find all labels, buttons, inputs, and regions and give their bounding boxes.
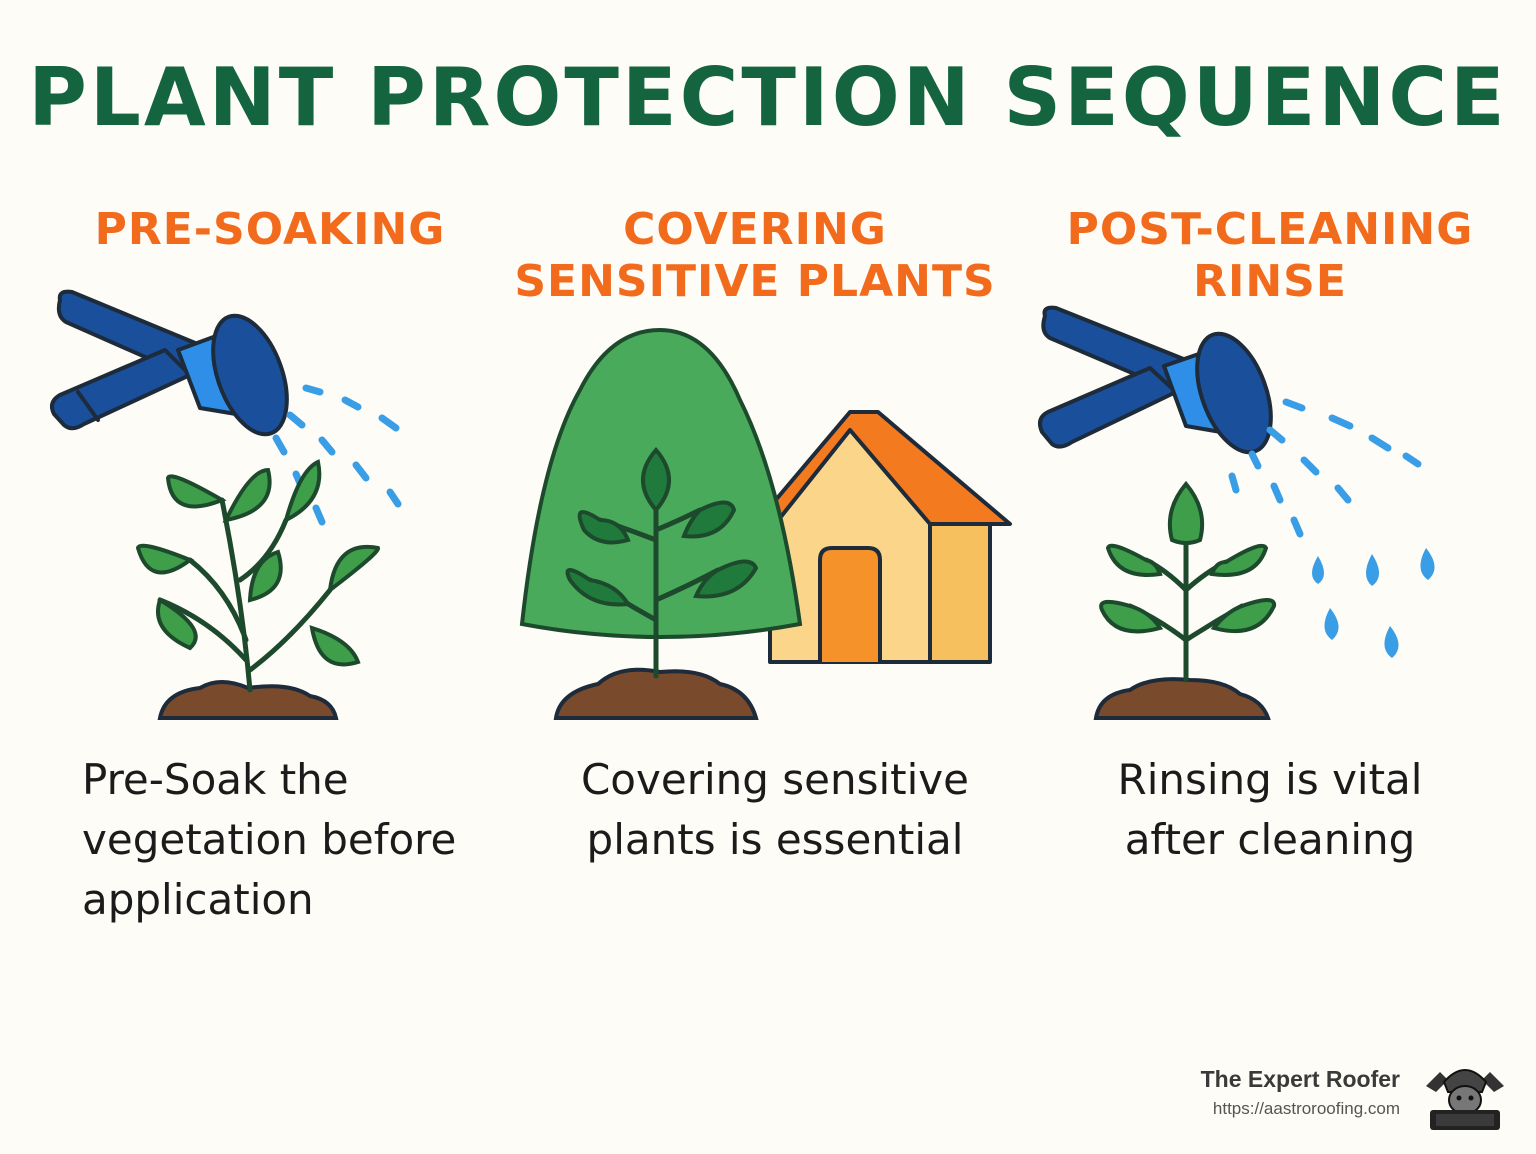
water-spray-icon bbox=[272, 384, 402, 526]
plant-icon bbox=[135, 459, 380, 720]
step-1-description-line: Pre-Soak the bbox=[82, 755, 349, 804]
house-icon bbox=[750, 410, 1012, 664]
brand-block: The Expert Roofer https://aastroroofing.… bbox=[1201, 1064, 1400, 1124]
step-1-description-line: application bbox=[82, 875, 314, 924]
step-3-heading: POST-CLEANING RINSE bbox=[1040, 204, 1500, 308]
step-1-heading: PRE-SOAKING bbox=[50, 204, 490, 256]
step-2-heading-line: COVERING bbox=[623, 204, 887, 255]
plant-cover-icon bbox=[519, 327, 803, 720]
hose-nozzle-icon bbox=[50, 289, 289, 437]
step-1-heading-line: PRE-SOAKING bbox=[94, 204, 446, 255]
step-3-description: Rinsing is vital after cleaning bbox=[1060, 750, 1480, 870]
plant-icon bbox=[1093, 480, 1277, 720]
hose-nozzle-icon bbox=[1038, 305, 1273, 455]
illustrations bbox=[50, 289, 1435, 720]
brand-url[interactable]: https://aastroroofing.com bbox=[1212, 1099, 1400, 1118]
step-2-heading-line: SENSITIVE PLANTS bbox=[514, 256, 996, 307]
water-drops-icon bbox=[1312, 548, 1435, 658]
step-3-description-line: after cleaning bbox=[1124, 815, 1416, 864]
step-3-description-line: Rinsing is vital bbox=[1117, 755, 1423, 804]
step-2-description-line: Covering sensitive bbox=[580, 755, 969, 804]
step-2-description: Covering sensitive plants is essential bbox=[540, 750, 1010, 870]
step-3-heading-line: POST-CLEANING bbox=[1066, 204, 1474, 255]
step-1-description: Pre-Soak the vegetation before applicati… bbox=[82, 750, 502, 930]
step-2-description-line: plants is essential bbox=[586, 815, 964, 864]
step-2-heading: COVERING SENSITIVE PLANTS bbox=[500, 204, 1010, 308]
roofer-logo-icon bbox=[1426, 1069, 1504, 1130]
page-title: PLANT PROTECTION SEQUENCE bbox=[28, 51, 1508, 144]
step-1-description-line: vegetation before bbox=[82, 815, 457, 864]
brand-name: The Expert Roofer bbox=[1200, 1066, 1400, 1092]
step-3-heading-line: RINSE bbox=[1193, 256, 1347, 307]
water-drops-icon bbox=[1228, 398, 1422, 538]
